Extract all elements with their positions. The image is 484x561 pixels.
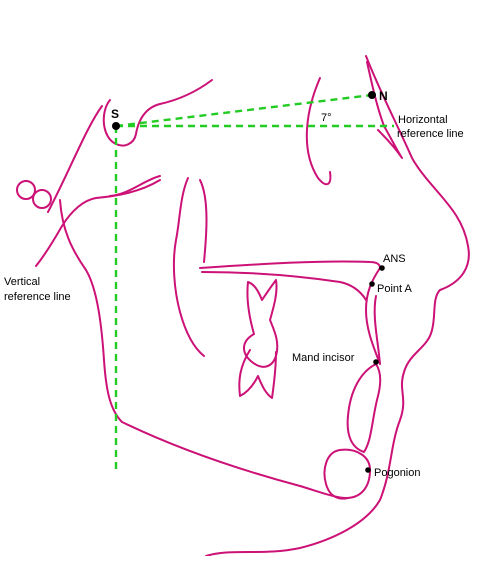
sella-nasion-line [115,93,373,128]
ear-rod-circle-right [32,189,52,209]
sella-turcica-outline [102,79,213,147]
label-point-a: Point A [377,283,413,295]
nasion-point [368,91,376,99]
label-mand-incisor: Mand incisor [292,352,355,364]
maxilla-posterior [199,179,208,263]
molar-tooth-upper [243,279,279,368]
labels-group: S N 7° Horizontal reference line Vertica… [4,89,464,479]
nasal-profile [366,61,403,159]
orbit-outline [47,105,103,213]
palatal-plane-upper [199,260,381,269]
symphysis-outline [325,483,349,500]
ans-point [379,265,385,271]
reference-lines-group [114,93,394,474]
mand-incisor-point [373,359,379,365]
label-n: N [379,89,388,103]
mandible-body [299,448,371,499]
label-pogonion: Pogonion [374,467,421,479]
horizontal-ref-label-line2: reference line [397,128,464,140]
tracing-group [16,55,470,557]
pogonion-point [365,467,371,473]
maxillary-incisor [365,267,381,365]
landmark-points-group [112,91,385,473]
vertical-ref-label-line2: reference line [4,291,71,303]
mandibular-ramus [59,199,301,487]
sella-point [112,122,120,130]
point-a-point [369,281,375,287]
frontal-bone-outline [305,77,332,186]
molar-tooth-lower [238,349,277,399]
mandibular-incisor [346,363,382,453]
orbit-lower-outline [35,179,161,267]
mandibular-canal [109,175,161,197]
soft-tissue-nose [205,55,470,557]
ear-rod-circle-left [16,180,36,200]
label-s: S [111,107,119,121]
vertical-ref-label-line1: Vertical [4,276,40,288]
pterygoid-plate [172,177,205,357]
horizontal-ref-label-line1: Horizontal [398,114,448,126]
angle-label: 7° [321,112,332,124]
label-ans: ANS [383,253,406,265]
palatal-plane-lower [201,271,367,301]
